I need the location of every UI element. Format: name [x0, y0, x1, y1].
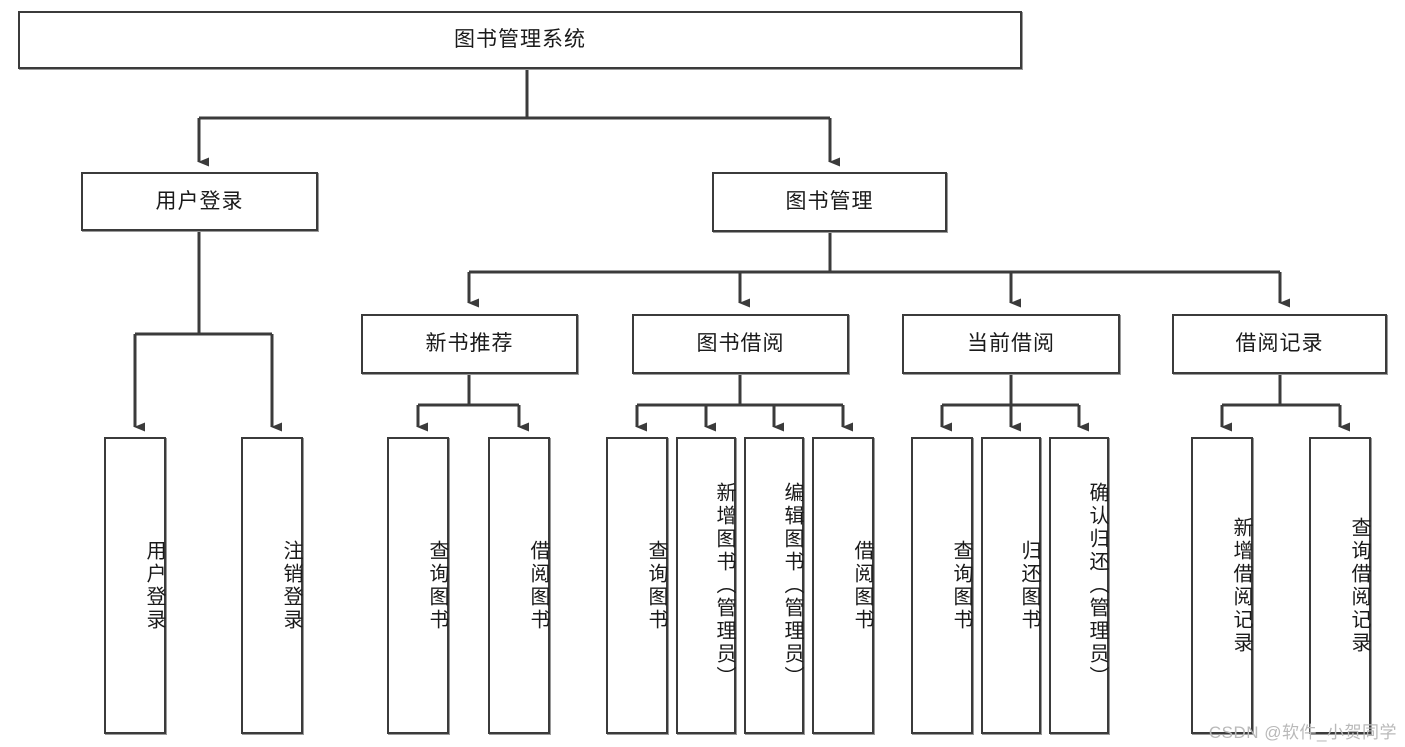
node-leaf-add-record[interactable]: 新增借阅记录	[1191, 437, 1253, 734]
node-leaf-borrow-book-1[interactable]: 借阅图书	[488, 437, 550, 734]
node-leaf-user-login[interactable]: 用户登录	[104, 437, 166, 734]
node-leaf-confirm-return-label: 确认归还（管理员）	[1086, 482, 1108, 689]
node-leaf-query-book-1-label: 查询图书	[426, 539, 448, 632]
node-user-login-label: 用户登录	[155, 189, 244, 213]
node-leaf-user-login-label: 用户登录	[143, 539, 165, 632]
node-leaf-add-book-label: 新增图书（管理员）	[713, 482, 735, 689]
node-leaf-query-record[interactable]: 查询借阅记录	[1309, 437, 1371, 734]
node-leaf-query-book-3-label: 查询图书	[950, 539, 972, 632]
node-new-book-recommend[interactable]: 新书推荐	[361, 314, 578, 374]
node-book-borrow-label: 图书借阅	[696, 332, 785, 356]
node-borrow-record-label: 借阅记录	[1235, 332, 1324, 356]
node-book-manage-label: 图书管理	[785, 190, 874, 214]
node-root-label: 图书管理系统	[454, 28, 586, 52]
node-leaf-query-book-3[interactable]: 查询图书	[911, 437, 973, 734]
node-root[interactable]: 图书管理系统	[18, 11, 1022, 69]
node-leaf-borrow-book-2[interactable]: 借阅图书	[812, 437, 874, 734]
node-leaf-logout-login[interactable]: 注销登录	[241, 437, 303, 734]
node-new-book-recommend-label: 新书推荐	[425, 332, 514, 356]
node-leaf-query-book-2-label: 查询图书	[645, 539, 667, 632]
node-book-manage[interactable]: 图书管理	[712, 172, 947, 232]
node-leaf-return-book[interactable]: 归还图书	[981, 437, 1041, 734]
node-leaf-edit-book[interactable]: 编辑图书（管理员）	[744, 437, 804, 734]
node-user-login[interactable]: 用户登录	[81, 172, 318, 231]
node-leaf-add-record-label: 新增借阅记录	[1230, 516, 1252, 655]
node-leaf-edit-book-label: 编辑图书（管理员）	[781, 482, 803, 689]
node-leaf-borrow-book-2-label: 借阅图书	[851, 539, 873, 632]
node-current-borrow-label: 当前借阅	[967, 332, 1055, 356]
node-book-borrow[interactable]: 图书借阅	[632, 314, 849, 374]
node-leaf-return-book-label: 归还图书	[1018, 539, 1040, 632]
node-borrow-record[interactable]: 借阅记录	[1172, 314, 1387, 374]
node-leaf-add-book[interactable]: 新增图书（管理员）	[676, 437, 736, 734]
node-leaf-borrow-book-1-label: 借阅图书	[527, 539, 549, 632]
node-leaf-confirm-return[interactable]: 确认归还（管理员）	[1049, 437, 1109, 734]
node-leaf-query-book-1[interactable]: 查询图书	[387, 437, 449, 734]
node-leaf-logout-login-label: 注销登录	[280, 539, 302, 632]
node-current-borrow[interactable]: 当前借阅	[902, 314, 1120, 374]
node-leaf-query-book-2[interactable]: 查询图书	[606, 437, 668, 734]
edges-root	[133, 69, 1350, 432]
node-leaf-query-record-label: 查询借阅记录	[1348, 516, 1370, 655]
